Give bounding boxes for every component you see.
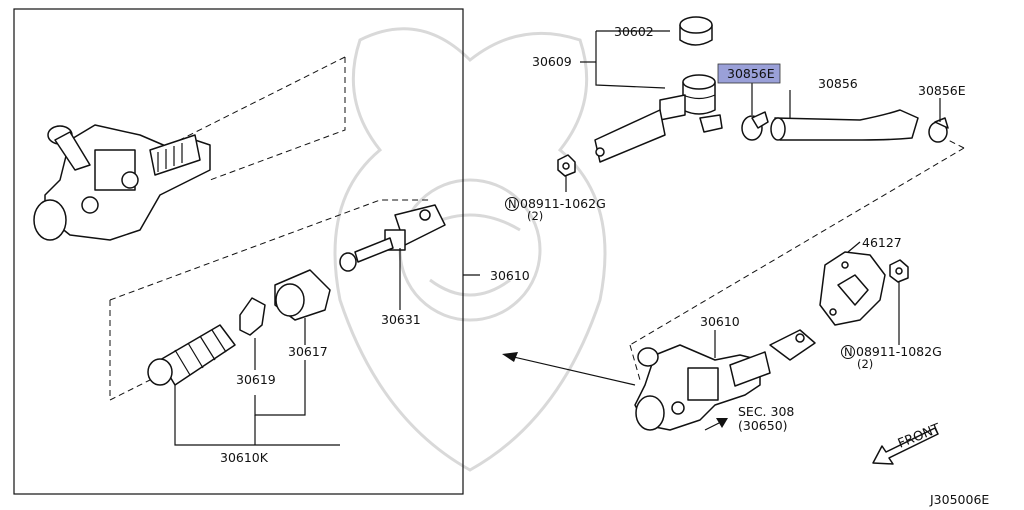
clamp-30856e-right [928,117,949,143]
label-46127: 46127 [862,235,902,250]
direction-arrows [502,352,939,465]
nut-lower-callout: N 08911-1082G (2) [841,344,942,371]
detail-dashed-lines [109,56,430,401]
label-30610k: 30610K [220,450,269,465]
nut-upper-callout: N 08911-1062G (2) [505,196,606,223]
clamp-30856e [741,111,769,141]
nut-upper [557,154,576,177]
main-leader-lines [565,30,941,358]
nut-lower [889,259,909,283]
main-dashed-lines [629,139,965,381]
clutch-master-cylinder-detail [33,124,211,241]
gasket-46127 [819,251,886,326]
label-30631: 30631 [381,312,421,327]
bushing-30617 [274,269,331,321]
diagram-code: J305006E [929,492,989,507]
label-30609: 30609 [532,54,572,69]
label-08911-1082g: 08911-1082G [856,344,942,359]
label-30856: 30856 [818,76,858,91]
detail-leader-lines [174,248,480,446]
label-front: FRONT [896,421,943,452]
nut-symbol-upper: N [508,197,517,211]
label-nut-upper-qty: (2) [527,209,543,223]
highlight-box [717,63,781,84]
clutch-master-cylinder-main [634,329,816,431]
label-30619: 30619 [236,372,276,387]
label-30856e-highlighted[interactable]: 30856E [727,66,775,81]
seal-30619 [239,297,266,336]
label-30602: 30602 [614,24,654,39]
piston-kit-30610k [147,324,236,386]
label-nut-lower-qty: (2) [857,357,873,371]
reservoir-assembly [594,16,723,163]
label-sec-308[interactable]: SEC. 308 [738,404,794,419]
label-30856e: 30856E [918,83,966,98]
label-30610-box: 30610 [490,268,530,283]
detail-box [13,8,464,495]
hose-30856 [770,109,919,141]
label-30610-main: 30610 [700,314,740,329]
label-30617: 30617 [288,344,328,359]
label-08911-1062g: 08911-1062G [520,196,606,211]
nut-symbol-lower: N [844,345,853,359]
label-sec-30650[interactable]: (30650) [738,418,788,433]
push-rod-30631 [339,204,446,272]
